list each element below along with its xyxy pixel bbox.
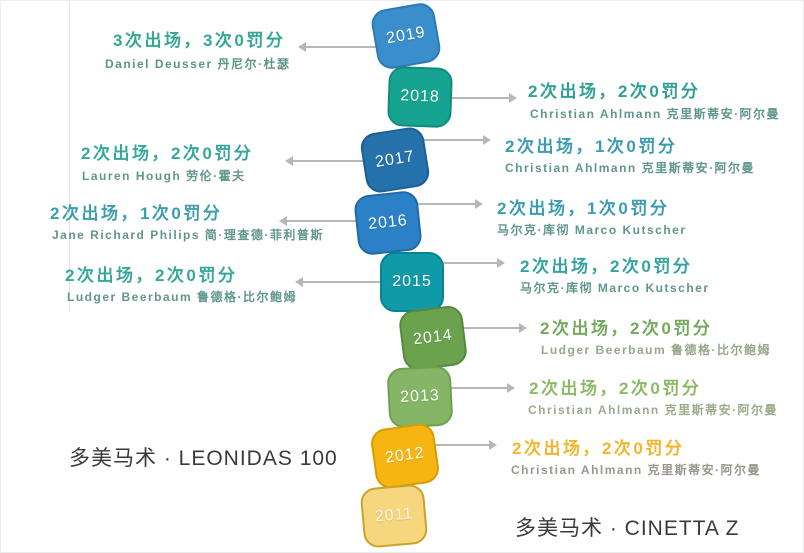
entry-name: Lauren Hough 劳伦·霍夫 [82,169,246,183]
entry-name: Ludger Beerbaum 鲁德格·比尔鲍姆 [541,343,772,357]
year-box-2019: 2019 [369,1,443,72]
entry-name: Daniel Deusser 丹尼尔·杜瑟 [105,57,291,71]
arrow-right-icon [483,135,491,145]
arrow-right-icon [507,383,515,393]
year-box-2012: 2012 [369,421,441,491]
entry-title: 2次出场，1次0罚分 [50,204,223,223]
entry-name: Jane Richard Philips 简·理查德·菲利普斯 [52,228,324,242]
entry-title: 2次出场，1次0罚分 [497,199,670,218]
connector-2015-right [435,258,505,268]
year-box-2018: 2018 [386,65,454,129]
arrow-left-icon [285,156,293,166]
connector-2016-left [279,216,361,226]
entry-title: 2次出场，2次0罚分 [520,257,693,276]
year-label: 2016 [367,211,409,234]
year-label: 2012 [384,444,426,467]
arrow-right-icon [497,258,505,268]
entry-name: Christian Ahlmann 克里斯蒂安·阿尔曼 [528,403,779,417]
entry-name: Christian Ahlmann 克里斯蒂安·阿尔曼 [511,463,762,477]
year-box-2015: 2015 [380,252,444,312]
connector-2016-right [417,199,483,209]
arrow-right-icon [489,440,497,450]
page-edge-line [69,1,70,311]
entry-title: 2次出场，2次0罚分 [528,82,701,101]
entry-title: 2次出场，2次0罚分 [540,319,713,338]
arrow-left-icon [295,277,303,287]
year-label: 2011 [374,505,414,526]
year-label: 2018 [399,87,441,106]
arrow-right-icon [509,93,517,103]
year-box-2016: 2016 [353,189,423,257]
arrow-right-icon [519,323,527,333]
arrow-left-icon [279,216,287,226]
entry-title: 2次出场，2次0罚分 [81,144,254,163]
entry-title: 2次出场，1次0罚分 [505,137,678,156]
connector-2018-right [444,93,517,103]
entry-title: 2次出场，2次0罚分 [529,379,702,398]
year-label: 2014 [412,326,454,349]
footer-right-horse-name: 多美马术 · CINETTA Z [515,517,740,540]
entry-name: Ludger Beerbaum 鲁德格·比尔鲍姆 [67,290,298,304]
year-label: 2019 [384,23,427,48]
connector-2019-left [298,42,381,52]
footer-left-horse-name: 多美马术 · LEONIDAS 100 [69,447,338,470]
entry-title: 3次出场，3次0罚分 [113,31,286,50]
year-label: 2017 [374,148,416,171]
year-box-2011: 2011 [359,483,429,549]
year-box-2013: 2013 [386,365,454,429]
arrow-left-icon [298,42,306,52]
entry-name: Christian Ahlmann 克里斯蒂安·阿尔曼 [530,107,781,121]
connector-2017-left [285,156,369,166]
entry-title: 2次出场，2次0罚分 [512,439,685,458]
entry-name: 马尔克·库彻 Marco Kutscher [520,281,710,295]
year-box-2017: 2017 [358,125,432,195]
year-label: 2013 [399,386,441,407]
connector-2017-right [421,135,491,145]
connector-2014-right [453,323,527,333]
entry-name: Christian Ahlmann 克里斯蒂安·阿尔曼 [505,161,756,175]
entry-name: 马尔克·库彻 Marco Kutscher [497,223,687,237]
arrow-right-icon [475,199,483,209]
connector-2013-right [443,383,515,393]
entry-title: 2次出场，2次0罚分 [65,266,238,285]
year-box-2014: 2014 [397,304,469,372]
connector-2012-right [427,440,497,450]
year-label: 2015 [392,273,432,290]
connector-2015-left [295,277,387,287]
